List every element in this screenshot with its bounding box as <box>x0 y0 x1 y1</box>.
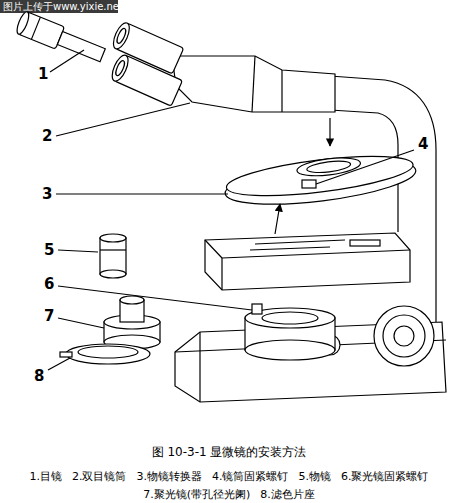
stage-plate <box>205 233 410 290</box>
parts-list-item: 3.物镜转换器 <box>137 470 203 483</box>
callout-number: 6 <box>44 276 54 293</box>
binocular-head <box>172 56 335 112</box>
parts-list-item: 4.镜筒固紧螺钉 <box>212 470 289 483</box>
parts-list-item: 2.双目镜筒 <box>72 470 127 483</box>
watermark: 图片上传于www.yixie.net <box>3 1 123 12</box>
binocular-tube <box>98 21 195 107</box>
parts-list-row: 7.聚光镜(带孔径光阑) 8.滤色片座 <box>0 488 458 501</box>
focus-knob <box>374 306 434 366</box>
parts-list-item: 8.滤色片座 <box>260 488 315 501</box>
tightening-screw <box>302 180 316 188</box>
callout-number: 2 <box>42 128 52 145</box>
parts-list-item: 7.聚光镜(带孔径光阑) <box>143 488 250 501</box>
parts-list-item: 5.物镜 <box>299 470 332 483</box>
eyepiece <box>15 10 107 66</box>
callout-number: 7 <box>44 308 54 325</box>
parts-list-row: 1.目镜 2.双目镜筒 3.物镜转换器 4.镜筒固紧螺钉 5.物镜 6.聚光镜固紧螺钉 <box>0 470 458 483</box>
callout-number: 8 <box>34 368 44 385</box>
condenser-holder <box>245 304 335 360</box>
parts-list-item: 6.聚光镜固紧螺钉 <box>341 470 429 483</box>
leader-lines <box>48 50 414 370</box>
condenser <box>104 296 160 349</box>
callout-number: 1 <box>38 66 48 83</box>
parts-list-item: 1.目镜 <box>30 470 63 483</box>
arm <box>330 76 436 340</box>
callout-number: 3 <box>42 186 52 203</box>
nosepiece <box>223 148 419 212</box>
callout-number: 5 <box>44 242 54 259</box>
objective <box>100 234 126 278</box>
figure-caption: 图 10-3-1 显微镜的安装方法 <box>0 446 458 459</box>
filter-holder <box>60 344 150 364</box>
callout-number: 4 <box>418 136 428 153</box>
